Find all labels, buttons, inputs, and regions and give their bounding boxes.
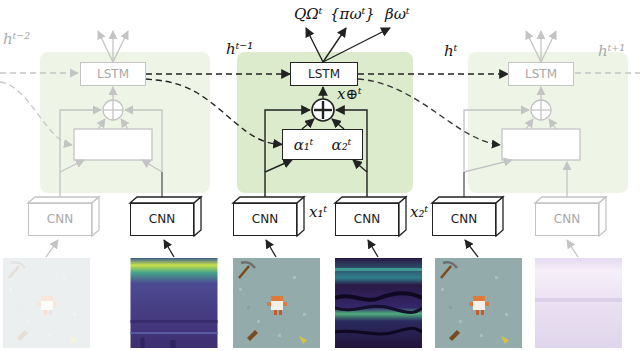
game-frame — [435, 258, 522, 348]
sum-symbol — [312, 99, 334, 121]
feature-label: x₂ᵗ — [410, 203, 428, 221]
hidden-state-label: hᵗ — [444, 42, 457, 60]
hidden-state-connector — [146, 79, 282, 145]
spectrogram — [535, 258, 622, 348]
block-label: LSTM — [97, 67, 129, 81]
cube-top — [28, 197, 99, 203]
hidden-state-label: hᵗ⁺¹ — [598, 42, 625, 60]
block-label: CNN — [554, 212, 580, 226]
cnn-block: CNN — [335, 203, 399, 236]
block-label: LSTM — [308, 67, 340, 81]
cnn-block: CNN — [130, 203, 194, 236]
game-frame — [233, 258, 320, 348]
output-label: {πωᵗ} — [330, 5, 375, 23]
spectrogram — [335, 258, 422, 348]
block-label: CNN — [149, 212, 175, 226]
cube-top — [335, 197, 406, 203]
cube-side — [496, 197, 503, 236]
output-label: QΩᵗ — [294, 5, 322, 23]
cube-side — [399, 197, 406, 236]
module-panel — [237, 52, 413, 193]
cube-side — [297, 197, 304, 236]
attention-box: α₁ᵗ α₂ᵗ — [282, 129, 363, 160]
hidden-state-wire — [358, 79, 500, 145]
faded-input-arrows — [46, 240, 578, 257]
lstm-cell: LSTM — [80, 62, 146, 86]
cnn-block: CNN — [233, 203, 297, 236]
faded-left-module — [0, 31, 162, 197]
input-arrows — [164, 240, 478, 257]
cnn-block: CNN — [535, 203, 599, 236]
weight-label: α₁ᵗ — [294, 136, 314, 154]
cube-top — [233, 197, 304, 203]
block-label: CNN — [252, 212, 278, 226]
feature-wire — [463, 172, 464, 197]
module-panel — [468, 52, 628, 193]
weight-label: α₂ᵗ — [332, 136, 352, 154]
hidden-state-connector — [358, 73, 508, 74]
output-label: βωᵗ — [385, 5, 410, 23]
block-label: CNN — [451, 212, 477, 226]
cube-side — [92, 197, 99, 236]
cube-side — [599, 197, 606, 236]
block-label: LSTM — [525, 67, 557, 81]
hidden-state-label: hᵗ⁻² — [3, 30, 30, 48]
fused-feature-label: x⊕ᵗ — [337, 85, 362, 103]
center-module-wires — [265, 28, 390, 172]
cube-top — [432, 197, 503, 203]
block-label: CNN — [354, 212, 380, 226]
faded-right-module — [464, 31, 640, 197]
cnn-block: CNN — [432, 203, 496, 236]
game-frame — [3, 258, 90, 348]
block-label: CNN — [47, 212, 73, 226]
hidden-state-connector — [146, 73, 290, 74]
cube-top — [130, 197, 201, 203]
cube-side — [194, 197, 201, 236]
feature-wire — [161, 172, 162, 197]
cnn-block: CNN — [28, 203, 92, 236]
hidden-state-label: hᵗ⁻¹ — [226, 40, 253, 58]
lstm-cell: LSTM — [290, 62, 358, 86]
spectrogram — [131, 258, 218, 348]
lstm-cell: LSTM — [508, 62, 574, 86]
feature-label: x₁ᵗ — [309, 203, 327, 221]
cube-top — [535, 197, 606, 203]
